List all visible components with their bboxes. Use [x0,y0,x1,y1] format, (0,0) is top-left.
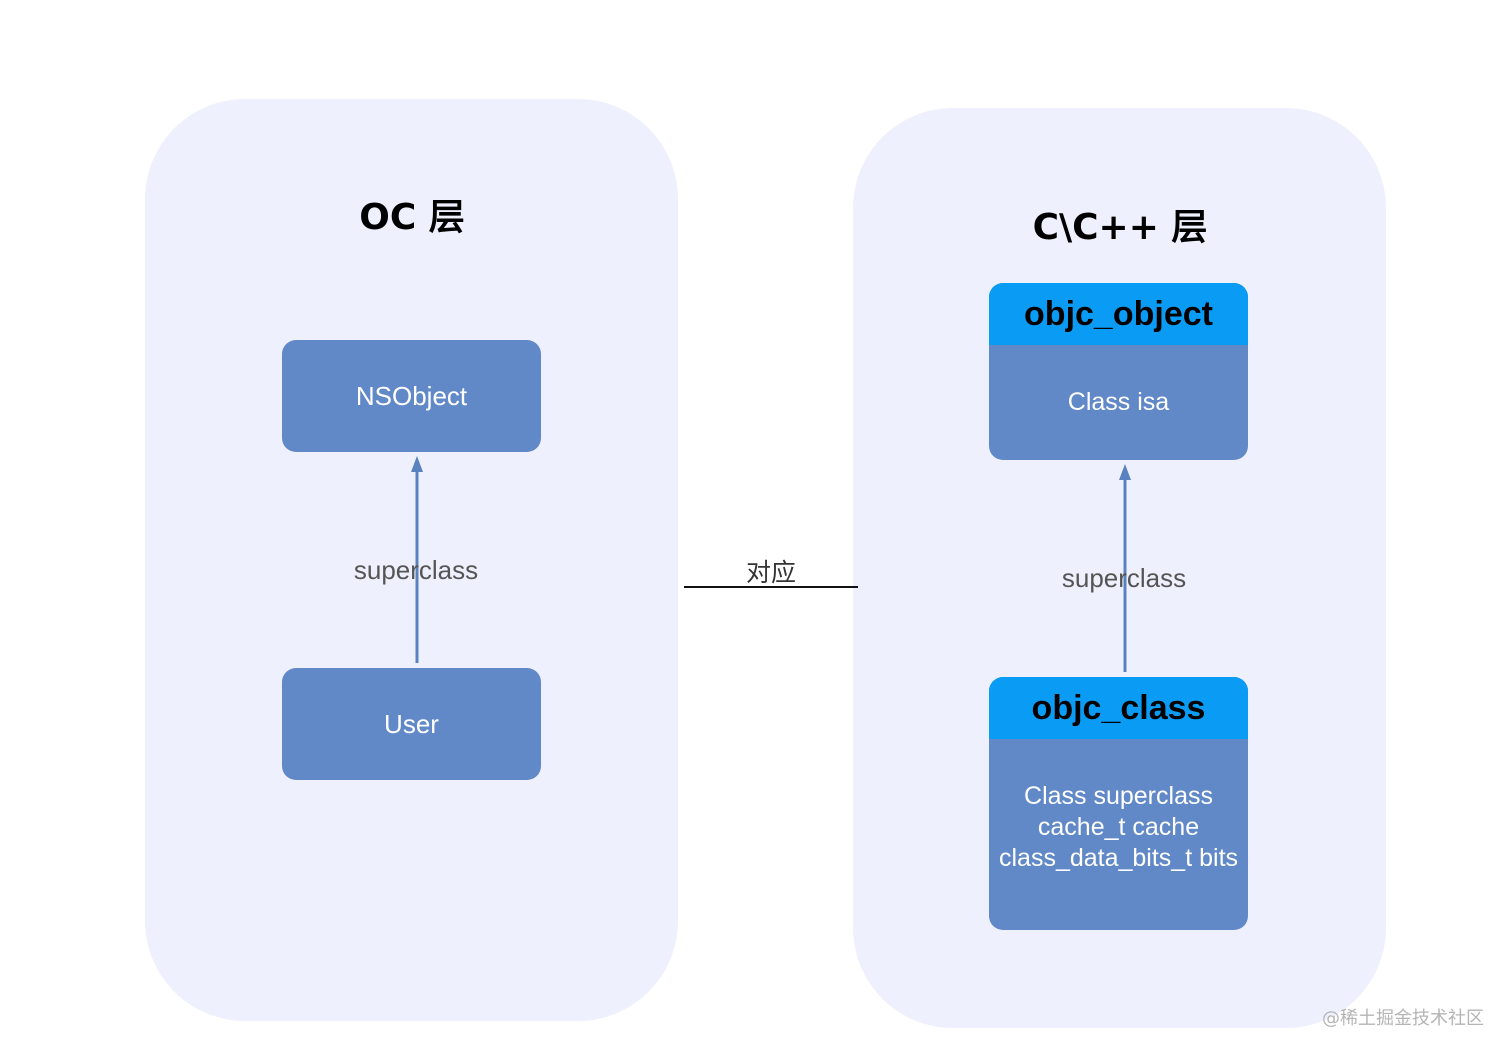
correspondence-line [684,586,858,588]
field-class-isa: Class isa [1067,388,1170,416]
nsobject-node: NSObject [282,340,541,452]
objc-object-fields: Class isa [989,345,1248,460]
correspondence-label: 对应 [745,558,797,587]
user-node: User [282,668,541,780]
superclass-label-left: superclass [353,555,479,585]
watermark: @稀土掘金技术社区 [1322,1008,1484,1029]
objc-class-header: objc_class [989,677,1248,739]
field-class-superclass: Class superclass [1024,782,1213,810]
objc-class-fields: Class superclass cache_t cache class_dat… [989,739,1248,874]
field-cache: cache_t cache [1037,813,1200,841]
nsobject-node-label: NSObject [355,380,468,411]
field-bits: class_data_bits_t bits [998,844,1239,872]
objc-class-node: objc_class Class superclass cache_t cach… [989,677,1248,930]
c-cpp-layer-title: C\C++ 层 [1032,207,1208,248]
objc-object-header: objc_object [989,283,1248,345]
user-node-label: User [384,708,439,739]
superclass-label-right: superclass [1061,563,1187,593]
oc-layer-panel [145,99,678,1021]
objc-object-node: objc_object Class isa [989,283,1248,460]
oc-layer-title: OC 层 [359,197,465,238]
